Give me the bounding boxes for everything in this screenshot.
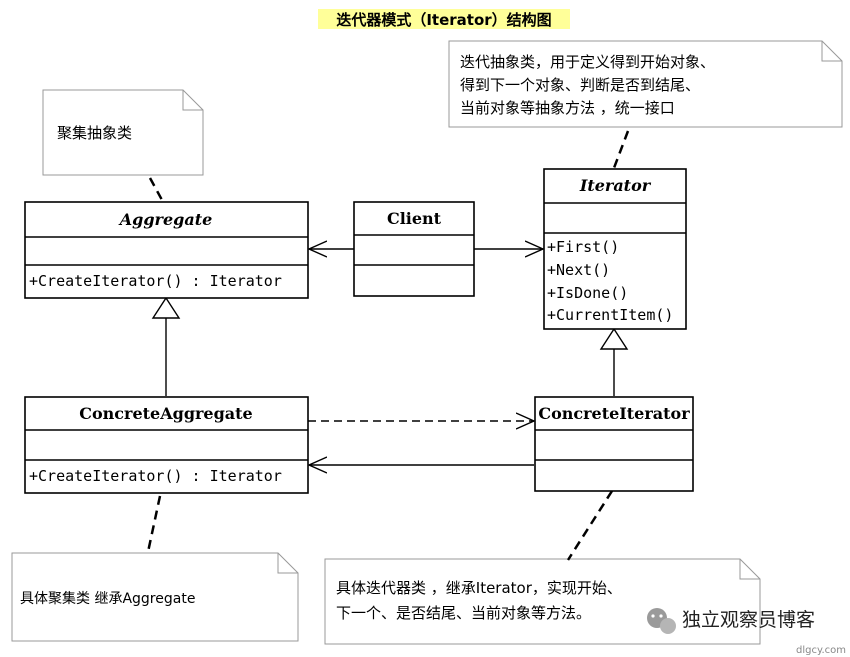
class-aggregate-name: Aggregate [118,210,213,229]
class-concrete-aggregate[interactable]: ConcreteAggregate +CreateIterator() : It… [24,396,309,494]
class-iterator-method-isdone: +IsDone() [547,284,628,302]
class-aggregate[interactable]: Aggregate +CreateIterator() : Iterator [24,201,309,299]
note-iterator-line-1: 迭代抽象类，用于定义得到开始对象、 [460,53,715,71]
note-concrete-aggregate-text: 具体聚集类 继承Aggregate [20,590,195,607]
note-concrete-iterator-line-1: 具体迭代器类 ，继承Iterator，实现开始、 [336,579,622,597]
class-aggregate-method: +CreateIterator() : Iterator [29,272,282,290]
class-iterator-method-currentitem: +CurrentItem() [547,306,673,324]
note-iterator-line-2: 得到下一个对象、判断是否到结尾、 [460,76,700,94]
class-iterator-method-next: +Next() [547,261,610,279]
class-iterator-method-first: +First() [547,238,619,256]
diagram-title: 迭代器模式（Iterator）结构图 [336,11,551,29]
class-concrete-aggregate-method: +CreateIterator() : Iterator [29,467,282,485]
wechat-icon [647,608,676,634]
watermark-url: dlgcy.com [796,645,846,656]
note-aggregate-connector [148,177,164,201]
inherit-concrete-aggregate-triangle [151,296,181,319]
class-iterator-name: Iterator [579,176,652,195]
title-highlight [318,9,570,29]
note-iterator: 迭代抽象类，用于定义得到开始对象、 得到下一个对象、判断是否到结尾、 当前对象等… [448,40,843,128]
class-iterator[interactable]: Iterator +First() +Next() +IsDone() +Cur… [543,168,687,330]
class-client[interactable]: Client [353,201,475,297]
note-concrete-aggregate-connector [146,495,162,553]
note-aggregate-text: 聚集抽象类 [57,124,132,142]
note-iterator-connector [612,130,630,169]
watermark-text: 独立观察员博客 [682,609,815,631]
class-client-name: Client [387,209,442,228]
inherit-concrete-iterator-triangle [599,327,629,350]
class-concrete-aggregate-name: ConcreteAggregate [79,404,252,423]
note-iterator-line-3: 当前对象等抽象方法 ，统一接口 [460,99,675,117]
note-concrete-iterator: 具体迭代器类 ，继承Iterator，实现开始、 下一个、是否结尾、当前对象等方… [324,558,761,645]
class-concrete-iterator[interactable]: ConcreteIterator [534,396,694,492]
note-concrete-aggregate: 具体聚集类 继承Aggregate [11,552,299,642]
note-aggregate: 聚集抽象类 [42,89,204,176]
note-concrete-iterator-connector [566,490,614,561]
watermark: 独立观察员博客 dlgcy.com [647,608,846,656]
note-concrete-iterator-line-2: 下一个、是否结尾、当前对象等方法。 [336,604,591,622]
class-concrete-iterator-name: ConcreteIterator [538,404,690,423]
